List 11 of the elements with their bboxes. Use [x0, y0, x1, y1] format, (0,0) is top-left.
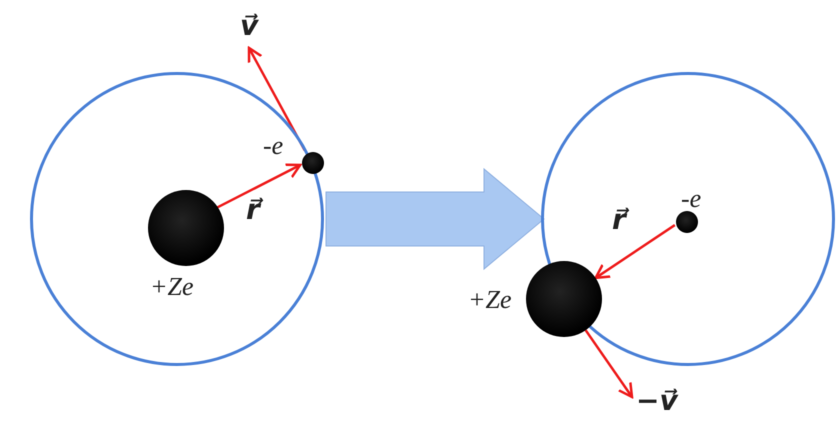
charge-label: +Ze — [468, 287, 512, 313]
vector-arrow — [594, 224, 676, 280]
vector-arrow — [216, 163, 302, 209]
vector-arrow — [584, 330, 634, 398]
block-arrow — [326, 168, 545, 270]
charge-label: +Ze — [150, 274, 194, 300]
charge-label: -e — [681, 186, 702, 212]
orbit-circle — [30, 72, 324, 366]
edge-label: −v⃗ — [636, 387, 678, 415]
charge-label: -e — [263, 133, 284, 159]
edge-label: v⃗ — [240, 12, 258, 40]
